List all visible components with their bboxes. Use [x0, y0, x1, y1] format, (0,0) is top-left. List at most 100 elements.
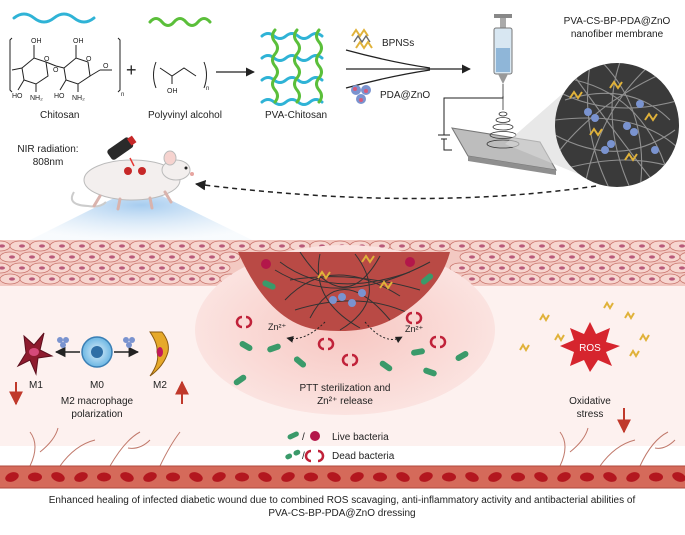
skin-cell-nucleus — [599, 266, 605, 270]
dead-bacterium-rod — [239, 341, 253, 351]
skin-cell-nucleus — [599, 244, 605, 248]
bpnss-icon — [351, 28, 373, 50]
oxidative-stress-line1: Oxidative — [569, 396, 611, 407]
skin-cell-nucleus — [659, 244, 665, 248]
skin-cell-nucleus — [639, 266, 645, 270]
skin-cell-nucleus — [459, 244, 465, 248]
skin-cell-nucleus — [109, 277, 115, 281]
red-blood-cell — [603, 472, 617, 482]
red-blood-cell — [419, 472, 433, 482]
skin-cell-nucleus — [569, 277, 575, 281]
chitosan-nh2-1: NH₂ — [30, 95, 43, 102]
skin-cell-nucleus — [79, 266, 85, 270]
skin-cell-nucleus — [649, 255, 655, 259]
wound-bed — [238, 252, 450, 332]
skin-cell-nucleus — [469, 255, 475, 259]
legend-dead-label: Dead bacteria — [332, 451, 395, 462]
skin-cell-nucleus — [669, 255, 675, 259]
red-blood-cell — [442, 472, 456, 482]
skin-cell — [669, 240, 685, 252]
skin-cell-nucleus — [549, 255, 555, 259]
red-blood-cell — [51, 472, 65, 482]
skin-cell-nucleus — [209, 255, 215, 259]
red-blood-cell — [235, 472, 249, 482]
skin-cell-nucleus — [469, 277, 475, 281]
nir-label-line1: NIR radiation: — [17, 144, 78, 155]
skin-cell-nucleus — [439, 244, 445, 248]
blood-vessel — [0, 466, 685, 488]
bpnss-merge-arrow — [345, 49, 431, 69]
ptt-label-line2: Zn²⁺ release — [317, 396, 373, 407]
legend-live-label: Live bacteria — [332, 432, 389, 443]
red-blood-cell — [74, 472, 88, 482]
skin-cell-nucleus — [279, 244, 285, 248]
pva-chitosan-label: PVA-Chitosan — [265, 110, 327, 121]
red-blood-cell — [166, 472, 180, 482]
m0-macrophage-icon — [81, 336, 113, 368]
bacteria-legend: / Live bacteria / Dead bacteria — [285, 431, 395, 463]
ptt-label-line1: PTT sterilization and — [300, 383, 391, 394]
skin-cell-nucleus — [679, 266, 685, 270]
red-blood-cell — [396, 472, 410, 482]
skin-cell-nucleus — [179, 244, 185, 248]
skin-cell-nucleus — [199, 266, 205, 270]
red-blood-cell — [258, 472, 272, 482]
skin-section: Zn²⁺ Zn²⁺ PTT sterilization and Zn²⁺ rel… — [0, 240, 685, 489]
live-bacterium-rod — [420, 273, 434, 285]
m1-macrophage-icon — [16, 332, 54, 376]
capillaries — [29, 427, 676, 467]
skin-cell-nucleus — [649, 277, 655, 281]
red-blood-cell — [488, 472, 502, 482]
skin-cell-nucleus — [9, 277, 15, 281]
skin-cell-nucleus — [159, 266, 165, 270]
pva-n-subscript: n — [206, 86, 209, 92]
chitosan-o-2: O — [53, 67, 59, 74]
m2-macrophage-icon — [149, 331, 169, 377]
skin-cell-nucleus — [259, 244, 265, 248]
skin-cell-nucleus — [559, 266, 565, 270]
dead-bacterium-coccus — [235, 315, 253, 329]
skin-cell-nucleus — [19, 244, 25, 248]
mouse-nir-group: NIR radiation: 808nm — [17, 135, 252, 240]
m2-label: M2 — [153, 380, 167, 391]
legend-slash-dead: / — [302, 451, 305, 462]
skin-cell-nucleus — [149, 255, 155, 259]
skin-cell-nucleus — [519, 244, 525, 248]
red-blood-cell — [350, 472, 364, 482]
skin-cell-nucleus — [619, 266, 625, 270]
legend-live-coccus — [310, 431, 320, 441]
skin-cell-nucleus — [569, 255, 575, 259]
pva-oh: OH — [167, 88, 178, 95]
red-blood-cell — [143, 472, 157, 482]
macrophage-panel: M1 M0 M2 M2 macrophage polarization — [9, 331, 189, 420]
chitosan-oh-1: OH — [31, 38, 42, 45]
collector-plate — [451, 127, 557, 175]
chitosan-oh-2: OH — [73, 38, 84, 45]
skin-cell-nucleus — [39, 266, 45, 270]
dead-bacterium-coccus — [429, 335, 447, 349]
chitosan-wave — [12, 12, 96, 24]
m0-label: M0 — [90, 380, 104, 391]
zno-cluster-right — [123, 337, 135, 348]
skin-cell-nucleus — [619, 244, 625, 248]
mouse-icon — [70, 150, 194, 211]
live-bacterium-coccus — [405, 257, 415, 267]
live-bacterium-coccus — [261, 259, 271, 269]
skin-cell-nucleus — [559, 244, 565, 248]
skin-cell-nucleus — [69, 255, 75, 259]
ros-panel: ROS Oxidative stress — [519, 301, 650, 434]
chitosan-o-1: O — [44, 56, 50, 63]
chitosan-o-3: O — [86, 56, 92, 63]
red-blood-cells — [5, 472, 685, 482]
skin-cell-nucleus — [129, 255, 135, 259]
skin-cell-nucleus — [209, 277, 215, 281]
skin-cell-nucleus — [219, 266, 225, 270]
legend-slash-live: / — [302, 432, 305, 443]
red-blood-cell — [580, 472, 594, 482]
red-blood-cell — [304, 472, 318, 482]
skin-cell-nucleus — [69, 277, 75, 281]
red-blood-cell — [511, 472, 525, 482]
skin-cell-nucleus — [109, 255, 115, 259]
skin-cell-nucleus — [59, 266, 65, 270]
bp-flakes — [519, 301, 650, 358]
